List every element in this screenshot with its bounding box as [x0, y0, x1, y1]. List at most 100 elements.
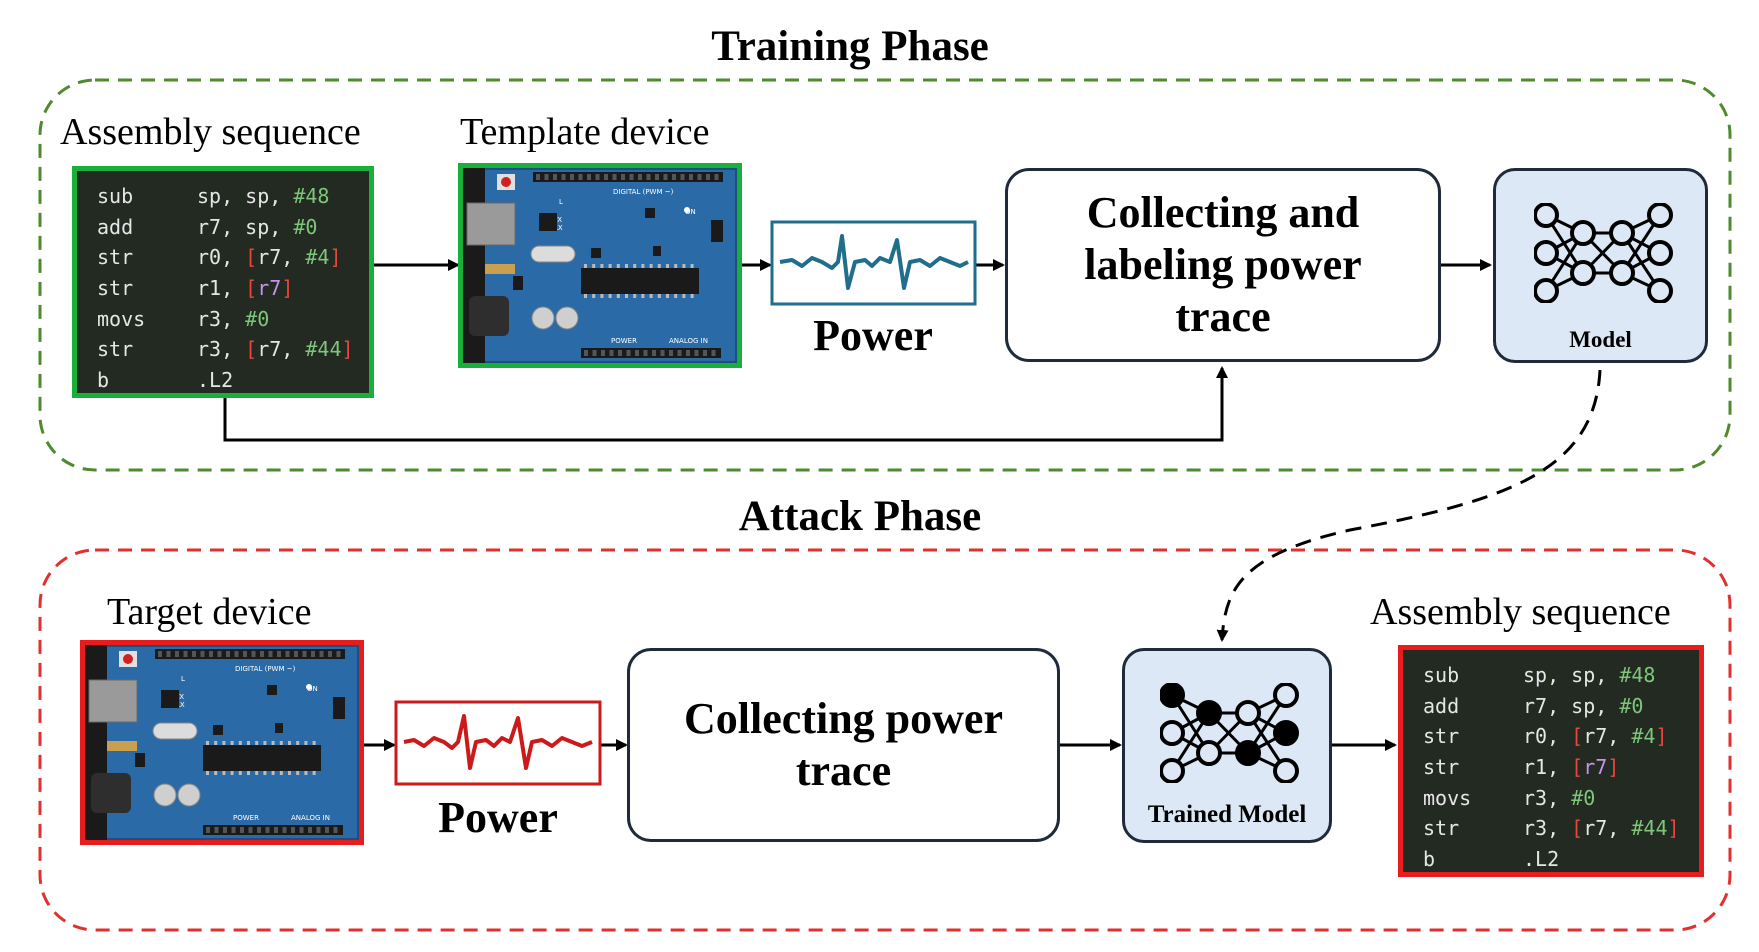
- code-operand: r1,: [197, 276, 246, 301]
- code-operand: r0,: [197, 245, 246, 270]
- silk-power: POWER: [233, 814, 259, 822]
- code-line: add r7, sp, #0: [97, 212, 369, 243]
- assembly-sequence-label: Assembly sequence: [60, 111, 361, 153]
- code-bracket: ]: [1607, 755, 1620, 780]
- code-operand: r3,: [197, 337, 246, 362]
- code-bracket: [: [245, 245, 258, 270]
- silk-on: ON: [685, 208, 696, 216]
- code-bracket: ]: [1655, 724, 1668, 749]
- silk-power: POWER: [611, 337, 637, 345]
- code-operand: r7: [1583, 755, 1608, 780]
- code-immediate: #0: [293, 214, 318, 239]
- silk-tx: TX: [174, 693, 184, 701]
- code-operand: r0,: [1523, 724, 1572, 749]
- code-bracket: ]: [1667, 816, 1680, 841]
- assembly-sequence-output-label: Assembly sequence: [1370, 591, 1671, 633]
- silk-rx: RX: [175, 701, 185, 709]
- trained-model-box: Trained Model: [1122, 648, 1332, 843]
- trained-neural-network-icon: [1159, 682, 1300, 784]
- code-operand: r3,: [1523, 785, 1572, 810]
- code-operand: r1,: [1523, 755, 1572, 780]
- code-operand: sp,: [1523, 663, 1572, 687]
- code-opcode: movs: [97, 306, 146, 331]
- collecting-power-box: Collecting power trace: [627, 648, 1060, 842]
- code-opcode: sub: [97, 184, 134, 208]
- power-label-attack: Power: [438, 793, 558, 842]
- code-operand: sp,: [1571, 663, 1620, 687]
- code-opcode: str: [97, 245, 134, 270]
- code-operand: r7,: [1583, 724, 1632, 749]
- code-immediate: #4: [1631, 724, 1656, 749]
- code-operand: sp,: [197, 184, 246, 208]
- power-trace-training: [770, 220, 977, 306]
- code-opcode: str: [97, 337, 134, 362]
- code-bracket: ]: [329, 245, 342, 270]
- code-operand: sp,: [1571, 693, 1620, 718]
- neural-network-icon: [1533, 202, 1674, 304]
- code-bracket: [: [1571, 816, 1584, 841]
- power-label-training: Power: [813, 311, 933, 360]
- code-bracket: [: [245, 337, 258, 362]
- code-immediate: #0: [1619, 693, 1644, 718]
- code-operand: r7,: [1583, 816, 1632, 841]
- code-opcode: str: [1423, 755, 1460, 780]
- code-operand: sp,: [245, 214, 294, 239]
- code-bracket: ]: [341, 337, 354, 362]
- code-immediate: #44: [1631, 816, 1668, 841]
- silk-rx: RX: [553, 224, 563, 232]
- silk-l: L: [181, 675, 185, 683]
- code-bracket: [: [245, 276, 258, 301]
- silk-digital: DIGITAL (PWM ~): [235, 665, 296, 673]
- code-line: str r0, [r7, #4]: [1423, 721, 1699, 752]
- training-phase-title: Training Phase: [711, 23, 989, 70]
- code-line: sub sp, sp, #48: [97, 181, 369, 212]
- code-line: movs r3, #0: [97, 304, 369, 335]
- code-operand: .L2: [197, 368, 234, 393]
- code-immediate: #48: [1619, 663, 1656, 687]
- code-opcode: str: [1423, 724, 1460, 749]
- silk-digital: DIGITAL (PWM ~): [613, 188, 674, 196]
- training-phase-frame: [38, 78, 1732, 472]
- attack-phase-frame: [38, 548, 1732, 932]
- code-bracket: [: [1571, 724, 1584, 749]
- code-operand: r3,: [197, 306, 246, 331]
- silk-l: L: [559, 198, 563, 206]
- silk-analog: ANALOG IN: [291, 814, 330, 822]
- code-line: b.L2: [1423, 844, 1699, 875]
- collecting-labeling-box: Collecting and labeling power trace: [1005, 168, 1441, 362]
- dashed-model-transfer-arrow: [1216, 369, 1602, 642]
- code-operand: sp,: [245, 184, 294, 208]
- code-operand: .L2: [1523, 847, 1560, 872]
- code-operand: r7,: [257, 245, 306, 270]
- code-opcode: str: [97, 276, 134, 301]
- target-device-label: Target device: [107, 591, 312, 633]
- nn-graph: [1159, 682, 1299, 784]
- template-device-label: Template device: [460, 111, 710, 153]
- collecting-power-text: Collecting power trace: [684, 694, 1003, 795]
- code-operand: r7,: [257, 337, 306, 362]
- silk-on: ON: [307, 685, 318, 693]
- code-opcode: add: [97, 214, 134, 239]
- arrow-assembly-to-collect-label: [223, 366, 1228, 442]
- code-operand: r7,: [1523, 693, 1572, 718]
- nn-graph: [1533, 202, 1673, 304]
- collecting-labeling-text: Collecting and labeling power trace: [1084, 188, 1362, 341]
- code-operand: r7,: [197, 214, 246, 239]
- code-immediate: #48: [293, 184, 330, 208]
- code-line: b.L2: [97, 365, 369, 396]
- code-immediate: #0: [1571, 785, 1596, 810]
- silk-analog: ANALOG IN: [669, 337, 708, 345]
- model-box: Model: [1493, 168, 1708, 363]
- code-immediate: #0: [245, 306, 270, 331]
